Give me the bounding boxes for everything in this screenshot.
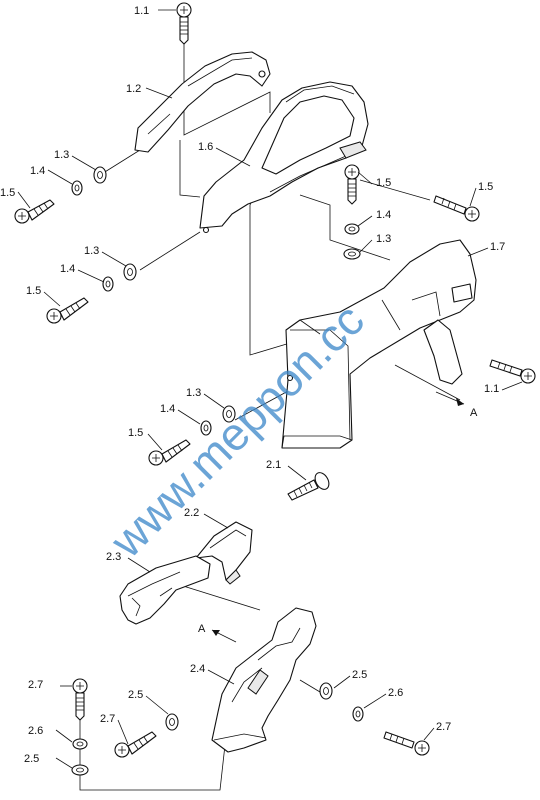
screw-1-5-mid-left — [46, 297, 89, 324]
label-1-4-upper: 1.4 — [30, 165, 45, 177]
screw-1-1-top — [176, 2, 192, 45]
part-2-3-grip-handle — [119, 555, 211, 625]
screw-1-5-center — [344, 164, 360, 205]
arrow-a-bottom — [211, 629, 237, 643]
lockwasher-1-4-mid-left — [102, 276, 114, 292]
label-1-3-mid: 1.3 — [84, 245, 99, 257]
label-a-top: A — [470, 407, 478, 419]
label-2-4: 2.4 — [190, 663, 205, 675]
washer-1-3-center — [343, 248, 361, 260]
label-2-3: 2.3 — [106, 551, 121, 563]
label-1-4-mid: 1.4 — [60, 263, 75, 275]
screw-1-1-right — [489, 359, 536, 384]
label-1-4-center: 1.4 — [376, 209, 391, 221]
washer-2-5-right — [319, 682, 333, 700]
part-2-2-collar — [195, 521, 253, 585]
label-2-6-right: 2.6 — [388, 687, 403, 699]
label-1-5-mid: 1.5 — [26, 285, 41, 297]
label-1-7: 1.7 — [490, 241, 505, 253]
label-2-2: 2.2 — [184, 507, 199, 519]
label-1-2: 1.2 — [126, 83, 141, 95]
label-2-1: 2.1 — [266, 459, 281, 471]
part-1-2-top-handle-cover — [134, 51, 271, 153]
part-2-4-bracket — [211, 607, 317, 753]
part-1-7-lower-housing — [281, 239, 477, 449]
label-2-5-mid: 2.5 — [128, 689, 143, 701]
screw-2-7-left — [72, 678, 88, 721]
label-2-5-left: 2.5 — [24, 753, 39, 765]
lockwasher-2-6-left — [72, 738, 88, 750]
lockwasher-1-4-lower-left — [200, 420, 212, 436]
label-2-7-mid: 2.7 — [100, 713, 115, 725]
label-1-3-upper: 1.3 — [54, 149, 69, 161]
label-2-7-left: 2.7 — [28, 679, 43, 691]
label-1-6: 1.6 — [198, 141, 213, 153]
washer-2-5-mid — [165, 713, 179, 731]
washer-1-3-mid-left — [123, 263, 137, 281]
washer-1-3-upper-left — [93, 166, 107, 184]
label-1-4-lower: 1.4 — [160, 403, 175, 415]
screw-2-7-mid — [114, 731, 157, 758]
label-1-1-right: 1.1 — [484, 383, 499, 395]
label-1-5-lower: 1.5 — [128, 427, 143, 439]
arrow-a-top — [435, 391, 465, 406]
washer-2-5-left — [71, 764, 89, 776]
screw-1-5-upper-left — [14, 199, 55, 224]
label-2-7-right: 2.7 — [436, 721, 451, 733]
screw-1-5-right — [433, 195, 480, 222]
label-1-3-center: 1.3 — [376, 233, 391, 245]
label-a-bottom: A — [198, 623, 206, 635]
label-2-5-right: 2.5 — [352, 669, 367, 681]
label-2-6-left: 2.6 — [28, 725, 43, 737]
lockwasher-2-6-right — [352, 706, 364, 722]
label-1-1-top: 1.1 — [134, 5, 149, 17]
part-labels: 1.1 1.2 1.3 1.4 1.5 1.6 1.5 1.5 1.4 1.3 … — [0, 5, 505, 765]
label-1-5-center: 1.5 — [376, 177, 391, 189]
screw-1-5-lower-left — [148, 439, 191, 466]
label-1-3-lower: 1.3 — [186, 387, 201, 399]
part-1-6-handle-shell — [199, 81, 369, 234]
screw-2-7-right — [383, 731, 430, 756]
label-1-5-right: 1.5 — [478, 181, 493, 193]
label-1-5-upper: 1.5 — [0, 187, 15, 199]
washer-1-3-lower-left — [222, 405, 236, 423]
lockwasher-1-4-center — [344, 223, 360, 235]
screw-2-1 — [287, 472, 330, 501]
lockwasher-1-4-upper-left — [71, 180, 83, 196]
leader-lines — [17, 9, 523, 769]
